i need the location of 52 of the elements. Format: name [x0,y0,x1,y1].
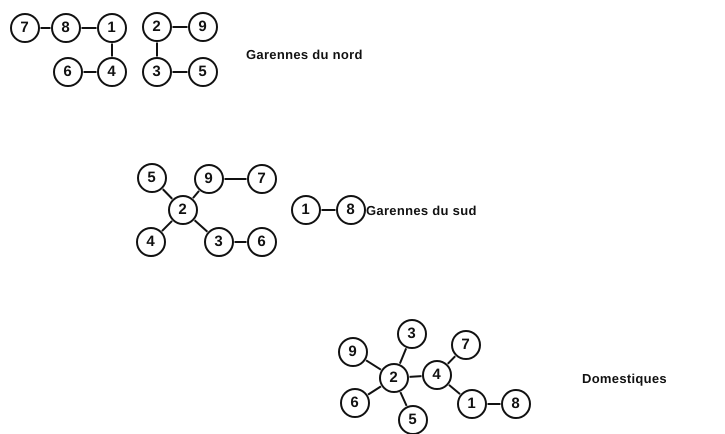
numbered-circle: 9 [338,336,368,366]
connector-line [111,44,113,56]
numbered-circle: 3 [204,226,234,256]
connector-line [399,392,408,406]
numbered-circle: 3 [142,56,172,86]
numbered-circle: 8 [50,12,80,42]
numbered-circle: 8 [500,388,530,418]
connector-line [172,71,188,73]
connector-line [448,384,461,395]
connector-line [192,190,200,199]
numbered-circle: 3 [396,318,426,348]
numbered-circle: 1 [290,194,320,224]
connector-line [82,27,96,29]
numbered-circle: 5 [398,404,428,434]
numbered-circle: 6 [246,226,276,256]
numbered-circle: 8 [336,194,366,224]
connector-line [224,178,246,180]
connector-line [162,188,173,200]
numbered-circle: 4 [136,226,166,256]
numbered-circle: 7 [10,12,40,42]
numbered-circle: 6 [340,388,370,418]
numbered-circle: 2 [168,194,198,224]
group-label: Garennes du nord [246,47,363,62]
connector-line [161,220,173,232]
connector-line [84,71,96,73]
connector-line [156,42,158,56]
numbered-circle: 2 [142,12,172,42]
group-label: Garennes du sud [366,203,477,218]
numbered-circle: 7 [246,164,276,194]
numbered-circle: 9 [188,12,218,42]
numbered-circle: 4 [422,360,452,390]
numbered-circle: 4 [96,56,126,86]
numbered-circle: 1 [96,12,126,42]
numbered-circle: 5 [136,162,166,192]
numbered-circle: 2 [378,362,408,392]
connector-line [234,241,246,243]
numbered-circle: 5 [188,56,218,86]
numbered-circle: 1 [456,388,486,418]
connector-line [40,27,50,29]
connector-line [194,220,208,232]
numbered-circle: 6 [52,56,82,86]
numbered-circle: 7 [450,330,480,360]
connector-line [172,26,188,28]
connector-line [488,403,500,405]
connector-line [322,209,336,211]
group-label: Domestiques [582,371,667,386]
connector-line [409,375,422,378]
connector-line [398,348,408,364]
connector-line [366,359,382,371]
numbered-circle: 9 [194,164,224,194]
connector-line [447,355,456,365]
connector-line [368,386,382,396]
